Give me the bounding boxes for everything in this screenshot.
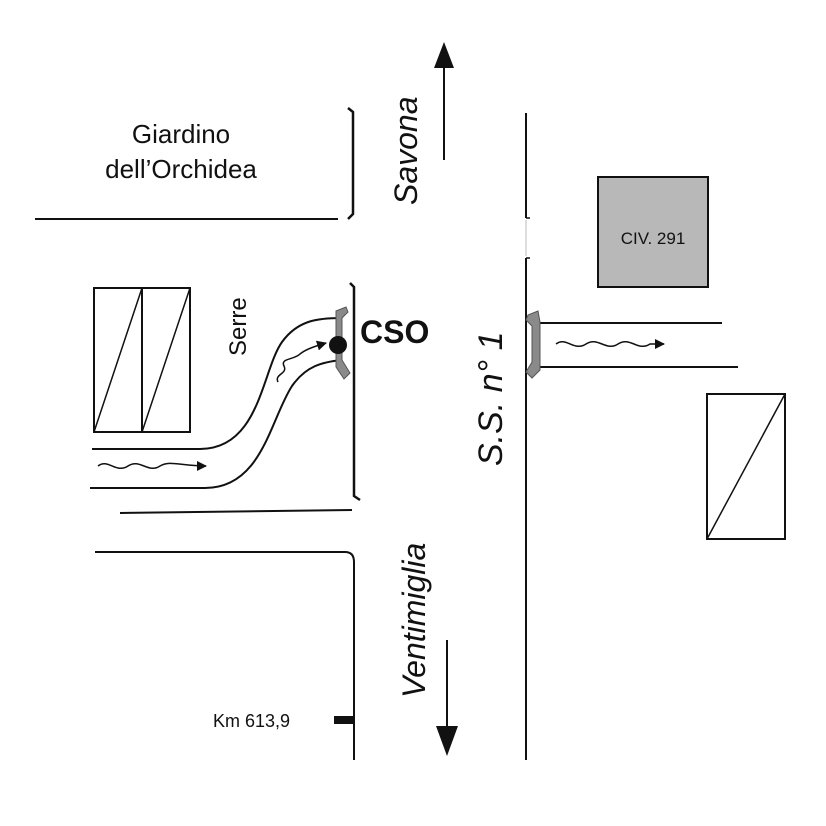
greenhouse-right [706,393,786,540]
building-civ-291 [597,176,709,288]
savona-label: Savona [388,96,424,205]
outfall-right [525,310,541,379]
flow-arrow-icon [555,339,665,349]
flow-arrow-icon [97,460,207,471]
building-label: CIV. 291 [621,229,686,248]
road-label: S.S. n° 1 [472,331,510,466]
left-edge-bracket-top [347,107,355,220]
km-marker [334,716,354,724]
cso-label: CSO [360,314,429,350]
channel-inner-edge [90,359,343,489]
greenhouse-left [93,287,191,433]
ventimiglia-label: Ventimiglia [396,543,432,698]
garden-label-line1: Giardino [132,119,230,149]
greenhouses-label: Serre [225,297,252,356]
outfall-left [335,306,351,380]
outfall-point-icon [329,336,347,354]
inner-road-bottom [119,509,353,514]
garden-label-line2: dell’Orchidea [105,154,257,184]
flow-arrow-icon [276,340,327,383]
lower-left-road-edge [95,551,355,760]
left-edge-bracket-bottom [349,282,361,502]
km-label: Km 613,9 [213,711,290,731]
channel-outer-edge [92,317,343,450]
